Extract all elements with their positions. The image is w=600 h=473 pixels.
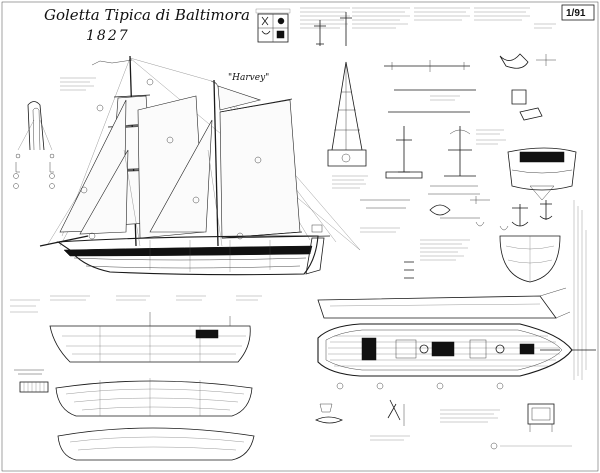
detail-anchors: [475, 200, 553, 231]
emblem-crest: [255, 8, 291, 43]
ship-name: "Harvey": [228, 73, 269, 83]
hull-profile: [56, 235, 319, 276]
plate-number-box: 1/91: [561, 4, 595, 21]
title-block: Goletta Tipica di Baltimora 1827 "Harvey…: [44, 6, 269, 83]
text-notes-top: [300, 7, 556, 46]
plate-number: 1/91: [566, 8, 586, 19]
detail-fittings-mid: [360, 196, 490, 279]
detail-stern: [507, 147, 577, 201]
sail-plan: [39, 55, 361, 276]
plan-year: 1827: [86, 28, 130, 44]
detail-bottom-right: [315, 399, 572, 450]
detail-mast-trestle: [327, 61, 368, 189]
detail-hull-section: [499, 235, 561, 283]
lines-plan: [49, 295, 262, 461]
text-notes-right: [573, 200, 587, 380]
deck-plan: [317, 287, 596, 390]
detail-windlass: [385, 126, 506, 195]
detail-gratings: [10, 299, 49, 393]
detail-spars: [384, 53, 556, 121]
deck-outline: [317, 323, 573, 377]
plan-title: Goletta Tipica di Baltimora: [44, 6, 250, 24]
detail-rigging-lyre: [13, 77, 96, 189]
